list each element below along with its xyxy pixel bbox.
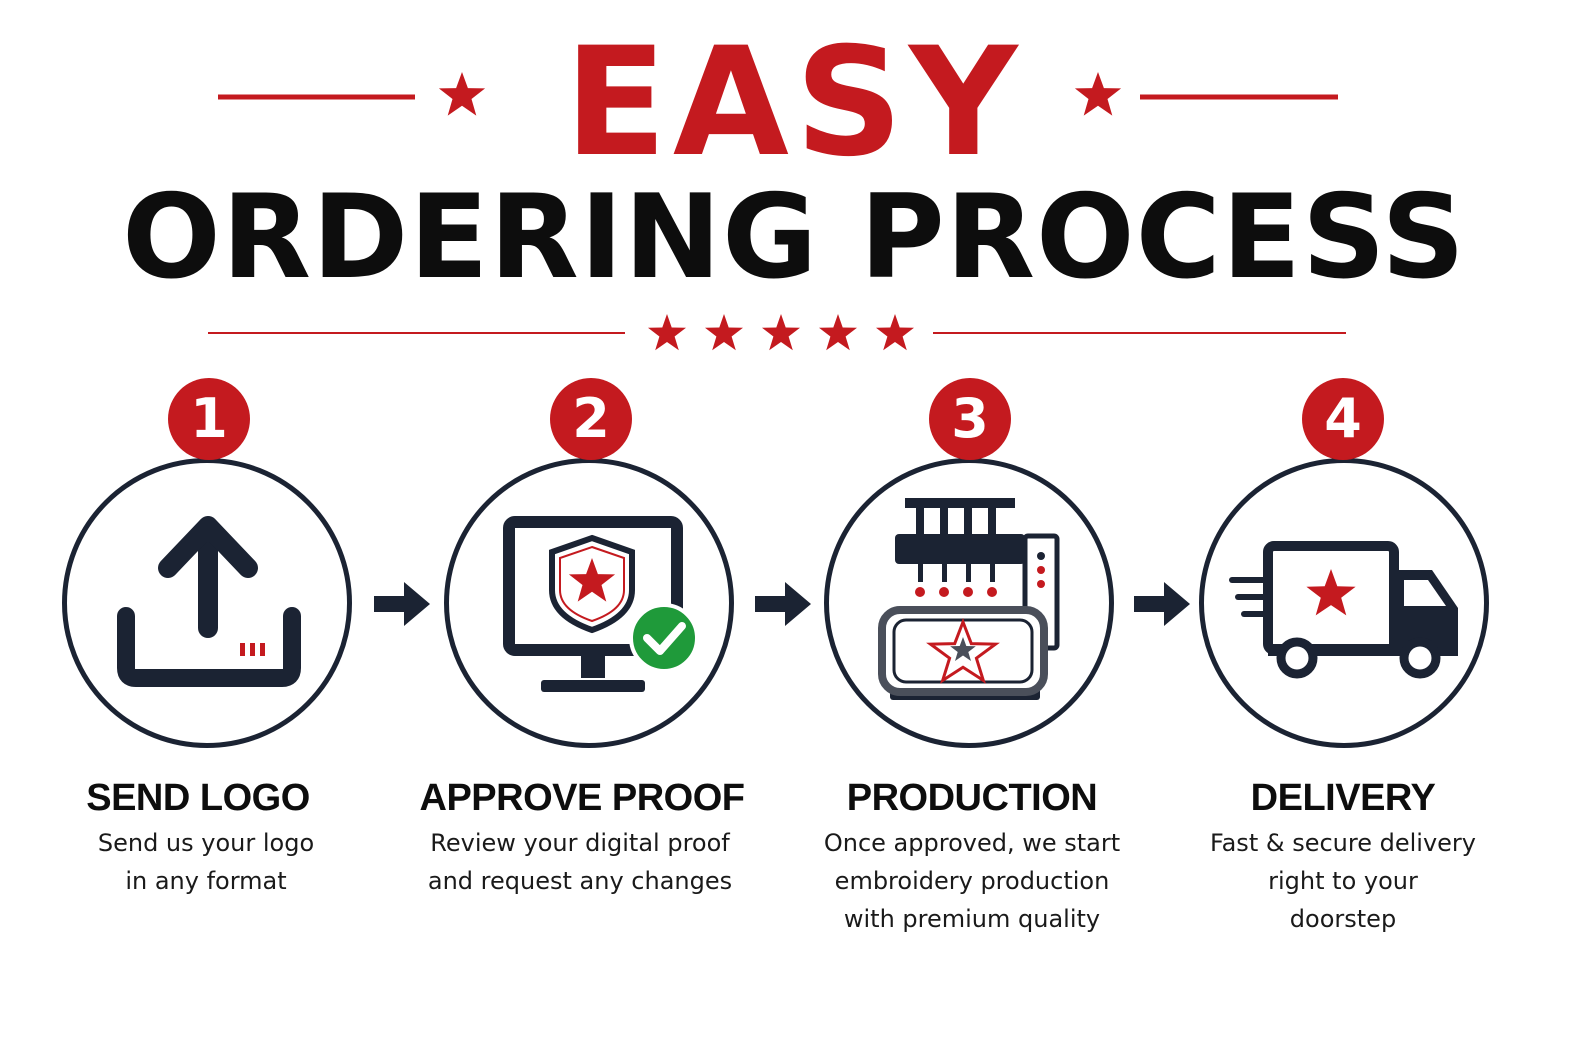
step-1-desc-line: in any format (125, 867, 287, 895)
arrow-right-icon (1134, 582, 1190, 626)
step-1-description: Send us your logo in any format (26, 824, 386, 900)
step-4-desc-line: right to your (1268, 867, 1418, 895)
title-easy: EASY (564, 16, 1024, 190)
title-ordering-process: ORDERING PROCESS (122, 170, 1466, 305)
step-3-desc-line: Once approved, we start (823, 829, 1121, 857)
arrow-right-icon (755, 582, 811, 626)
step-1-desc-line: Send us your logo (97, 829, 315, 857)
step-1-title: SEND LOGO (86, 777, 310, 819)
step-3-circle (824, 458, 1114, 748)
step-4-desc-line: Fast & secure delivery (1210, 829, 1476, 857)
step-4-desc-line: doorstep (1289, 905, 1397, 933)
step-3-description: Once approved, we start embroidery produ… (792, 824, 1152, 938)
step-4-title: DELIVERY (1250, 777, 1436, 819)
star-icon (762, 314, 800, 351)
star-icon (876, 314, 914, 351)
star-icon (1074, 72, 1122, 116)
star-icon (438, 72, 486, 116)
step-2-title: APPROVE PROOF (419, 777, 746, 819)
arrow-right-icon (374, 582, 430, 626)
step-2-badge: 2 (550, 378, 632, 460)
step-3-desc-line: embroidery production (834, 867, 1110, 895)
step-1-circle (62, 458, 352, 748)
step-3-title: PRODUCTION (846, 777, 1098, 819)
step-4-description: Fast & secure delivery right to your doo… (1163, 824, 1523, 938)
step-2-desc-line: Review your digital proof (430, 829, 730, 857)
step-2-circle (444, 458, 734, 748)
step-3-badge: 3 (929, 378, 1011, 460)
step-3-desc-line: with premium quality (843, 905, 1101, 933)
step-1-badge: 1 (168, 378, 250, 460)
star-icon (819, 314, 857, 351)
step-2-desc-line: and request any changes (427, 867, 733, 895)
star-icon (705, 314, 743, 351)
step-4-badge: 4 (1302, 378, 1384, 460)
step-4-circle (1199, 458, 1489, 748)
step-2-description: Review your digital proof and request an… (400, 824, 760, 900)
star-icon (648, 314, 686, 351)
